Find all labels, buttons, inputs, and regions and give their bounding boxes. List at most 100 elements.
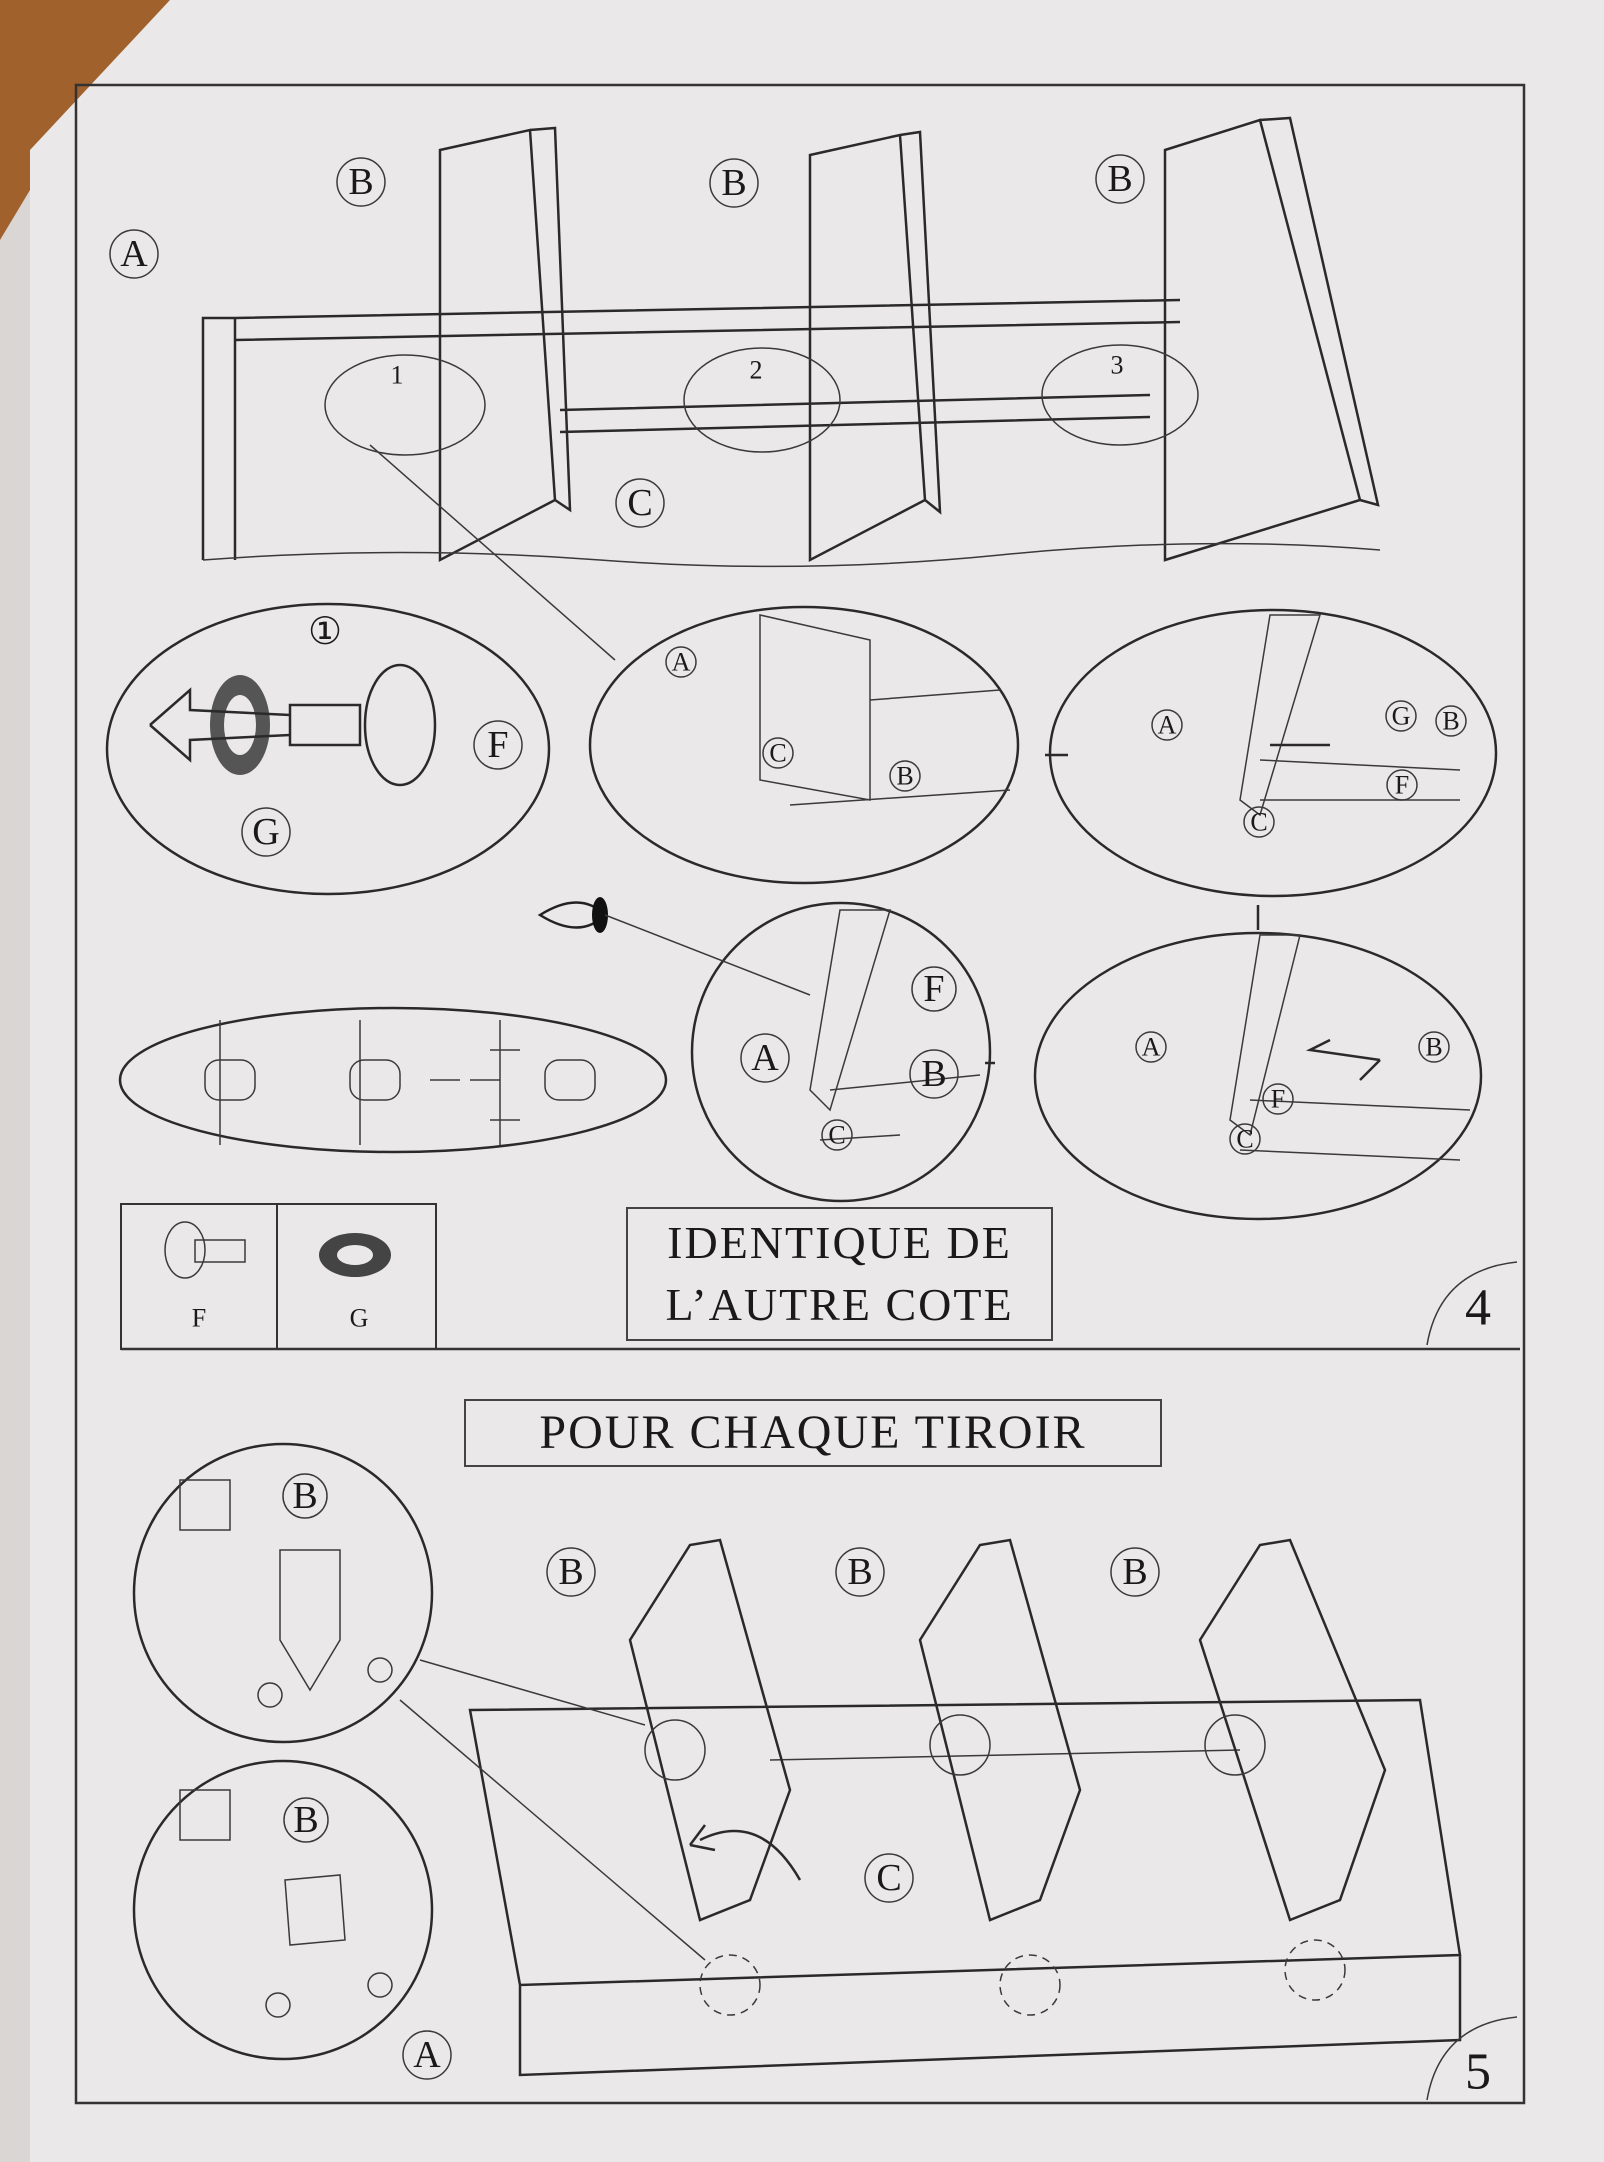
label-text: F [923,968,944,1010]
sequence-arrows [985,753,1260,1065]
label-c: C [627,482,652,524]
drawing-stroke [1151,709,1183,741]
closeup-3: A F B C [537,897,992,1203]
closeup-4: A B F C [1033,931,1483,1221]
label-f: F [487,724,508,766]
drawing-stroke [132,1759,434,2061]
step-number-4: 4 [1465,1280,1491,1337]
drawing-stroke [363,663,437,787]
label-c: C [876,1857,901,1899]
part-g-label: G [350,1304,369,1333]
part-f-label: F [192,1304,206,1333]
drawing-stroke [808,130,942,563]
drawing-stroke [1435,705,1467,737]
drawing-stroke [628,1538,792,1922]
part-f-icon [164,1221,206,1279]
drawing-stroke [1110,1547,1160,1597]
label-text: B [1425,1033,1442,1062]
label-text: C [769,739,786,768]
label-text: C [828,1121,845,1150]
drawing-stroke [367,1657,393,1683]
step5-drawing [399,1538,1462,2077]
drawing-stroke [201,298,1181,560]
drawing-stroke [120,1203,437,1350]
drawing-stroke [911,966,957,1012]
detail-fastener-ellipse: ① F G [105,602,551,896]
drawing-stroke [241,807,291,857]
label-text: C [1236,1125,1253,1154]
drawing-stroke [864,1853,914,1903]
label-text: A [1158,711,1177,740]
drawing-stroke [349,1059,401,1101]
drawing-stroke [665,646,697,678]
drawing-stroke [1229,1123,1261,1155]
drawing-stroke [282,1473,328,1519]
detail-number: ① [308,611,342,653]
drawing-stroke [1243,806,1275,838]
step5-details: B B [132,1442,434,2061]
label-text: B [1442,707,1459,736]
drawing-stroke [367,1972,393,1998]
label-a: A [413,2034,441,2076]
drawing-stroke [929,1714,991,1776]
step5-title: POUR CHAQUE TIROIR [539,1406,1087,1459]
label-b: B [721,162,746,204]
drawing-stroke [615,478,665,528]
detail-bottom-label-b: B [293,1799,318,1841]
label-text: C [1250,808,1267,837]
step-number-5: 5 [1465,2044,1491,2101]
drawing-stroke [762,737,794,769]
label-b: B [1122,1551,1147,1593]
title-box [464,1399,1162,1467]
label-b: B [348,161,373,203]
drawing-stroke [473,720,523,770]
step-5-corner [1426,2016,1518,2101]
note-text: IDENTIQUE DE L’AUTRE COTE [627,1212,1052,1336]
drawing-stroke [257,1682,283,1708]
step4-overview-drawing [201,116,1381,661]
label-text: G [1392,702,1411,731]
parts-legend: F G [120,1203,437,1350]
drawing-stroke [1048,608,1498,898]
drawing-stroke [1262,1083,1294,1115]
detail-top-label-b: B [292,1475,317,1517]
drawing-stroke [918,1538,1082,1922]
drawing-stroke [337,1245,373,1265]
drawing-stroke [1041,344,1199,446]
drawing-stroke [759,614,1011,806]
drawing-stroke [689,1824,802,1881]
label-text: A [1142,1033,1161,1062]
drawing-stroke [194,1239,246,1263]
position-2: 2 [750,356,763,385]
drawing-stroke [336,157,386,207]
position-3: 3 [1111,351,1124,380]
drawing-stroke [324,354,486,456]
drawing-stroke [149,687,291,763]
step5-labels: B B B C A [402,1547,1160,2080]
drawing-stroke [1385,700,1417,732]
note-line-2: L’AUTRE COTE [665,1279,1014,1330]
drawing-stroke [1198,1538,1387,1922]
label-text: B [896,762,913,791]
label-text: F [1395,771,1409,800]
drawing-stroke [219,1020,501,1145]
drawing-stroke [1418,1031,1450,1063]
drawing-stroke [402,2030,452,2080]
label-b: B [1107,158,1132,200]
drawing-stroke [1033,931,1483,1221]
drawing-stroke [430,1049,520,1121]
paper-sheet [30,0,1604,2162]
drawing-stroke [644,1719,706,1781]
drawing-stroke [1386,769,1418,801]
label-b: B [558,1551,583,1593]
drawing-stroke [179,1479,341,1692]
insertion-sequence [118,1006,668,1154]
drawing-stroke [179,1789,346,1946]
page-frame [74,83,1526,2105]
drawing-stroke [999,1954,1061,2016]
drawing-stroke [118,1006,668,1154]
drawing-stroke [690,901,992,1203]
label-b: B [847,1551,872,1593]
closeup-1: A C B [588,605,1020,885]
